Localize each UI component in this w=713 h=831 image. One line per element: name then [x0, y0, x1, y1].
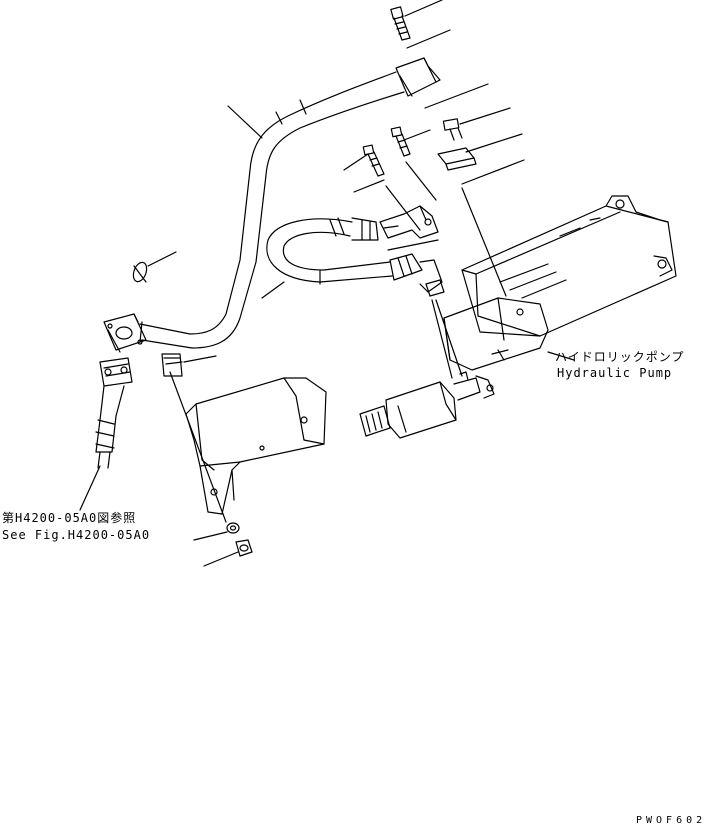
line-filter	[359, 371, 495, 439]
linkage-lines	[385, 161, 507, 297]
short-hose	[266, 217, 423, 285]
pump-label-english: Hydraulic Pump	[557, 366, 673, 380]
leader-line-1	[404, 0, 443, 17]
leader-line-3	[424, 83, 489, 109]
reference-leader	[79, 465, 101, 511]
pump-label-japanese: ハイドロリックポンプ	[555, 350, 685, 364]
bolt-left	[362, 144, 385, 177]
leader-line-bolt-left	[343, 153, 369, 171]
leader-line-2	[406, 29, 451, 49]
leader-line-filter	[435, 299, 463, 377]
leader-line-pump-top	[461, 159, 525, 185]
hose-flange-left	[95, 357, 133, 469]
leader-line-bolt-mid	[403, 129, 431, 141]
bolt-right	[442, 118, 463, 141]
spacer-block	[437, 147, 477, 171]
leader-line-elbow-lower	[431, 299, 453, 379]
clip	[132, 261, 148, 283]
washer	[226, 522, 240, 534]
cushion-block	[161, 353, 183, 377]
leader-line-pump-label	[547, 351, 575, 361]
elbow-fitting-lower	[419, 259, 445, 297]
drawing-code: PWOF602	[636, 815, 707, 826]
leader-line-washer	[193, 531, 228, 541]
leader-line-clip	[147, 251, 177, 267]
hydraulic-pump	[443, 195, 677, 371]
leader-line-spacer	[465, 133, 523, 153]
nut	[235, 539, 253, 557]
bolt-middle	[390, 126, 411, 157]
reference-label-english: See Fig.H4200-05A0	[2, 528, 151, 542]
leader-line-cushion	[183, 355, 217, 363]
bracket-pipe-link	[169, 371, 227, 523]
pipe-flange	[103, 313, 147, 353]
leader-line-bolt-right	[459, 107, 511, 125]
leader-line-pipe	[227, 105, 263, 139]
hydraulic-pipe	[139, 71, 405, 349]
reference-label-japanese: 第H4200-05A0図参照	[2, 511, 137, 525]
bracket	[185, 377, 327, 515]
leader-line-nut	[203, 551, 239, 567]
leader-line-bolt-left-b	[353, 179, 385, 193]
pipe-fitting-block	[395, 57, 441, 97]
elbow-fitting-upper	[379, 205, 439, 239]
top-bolt	[390, 6, 411, 41]
leader-line-hose	[261, 281, 285, 299]
leader-line-elbow-upper	[387, 239, 439, 251]
